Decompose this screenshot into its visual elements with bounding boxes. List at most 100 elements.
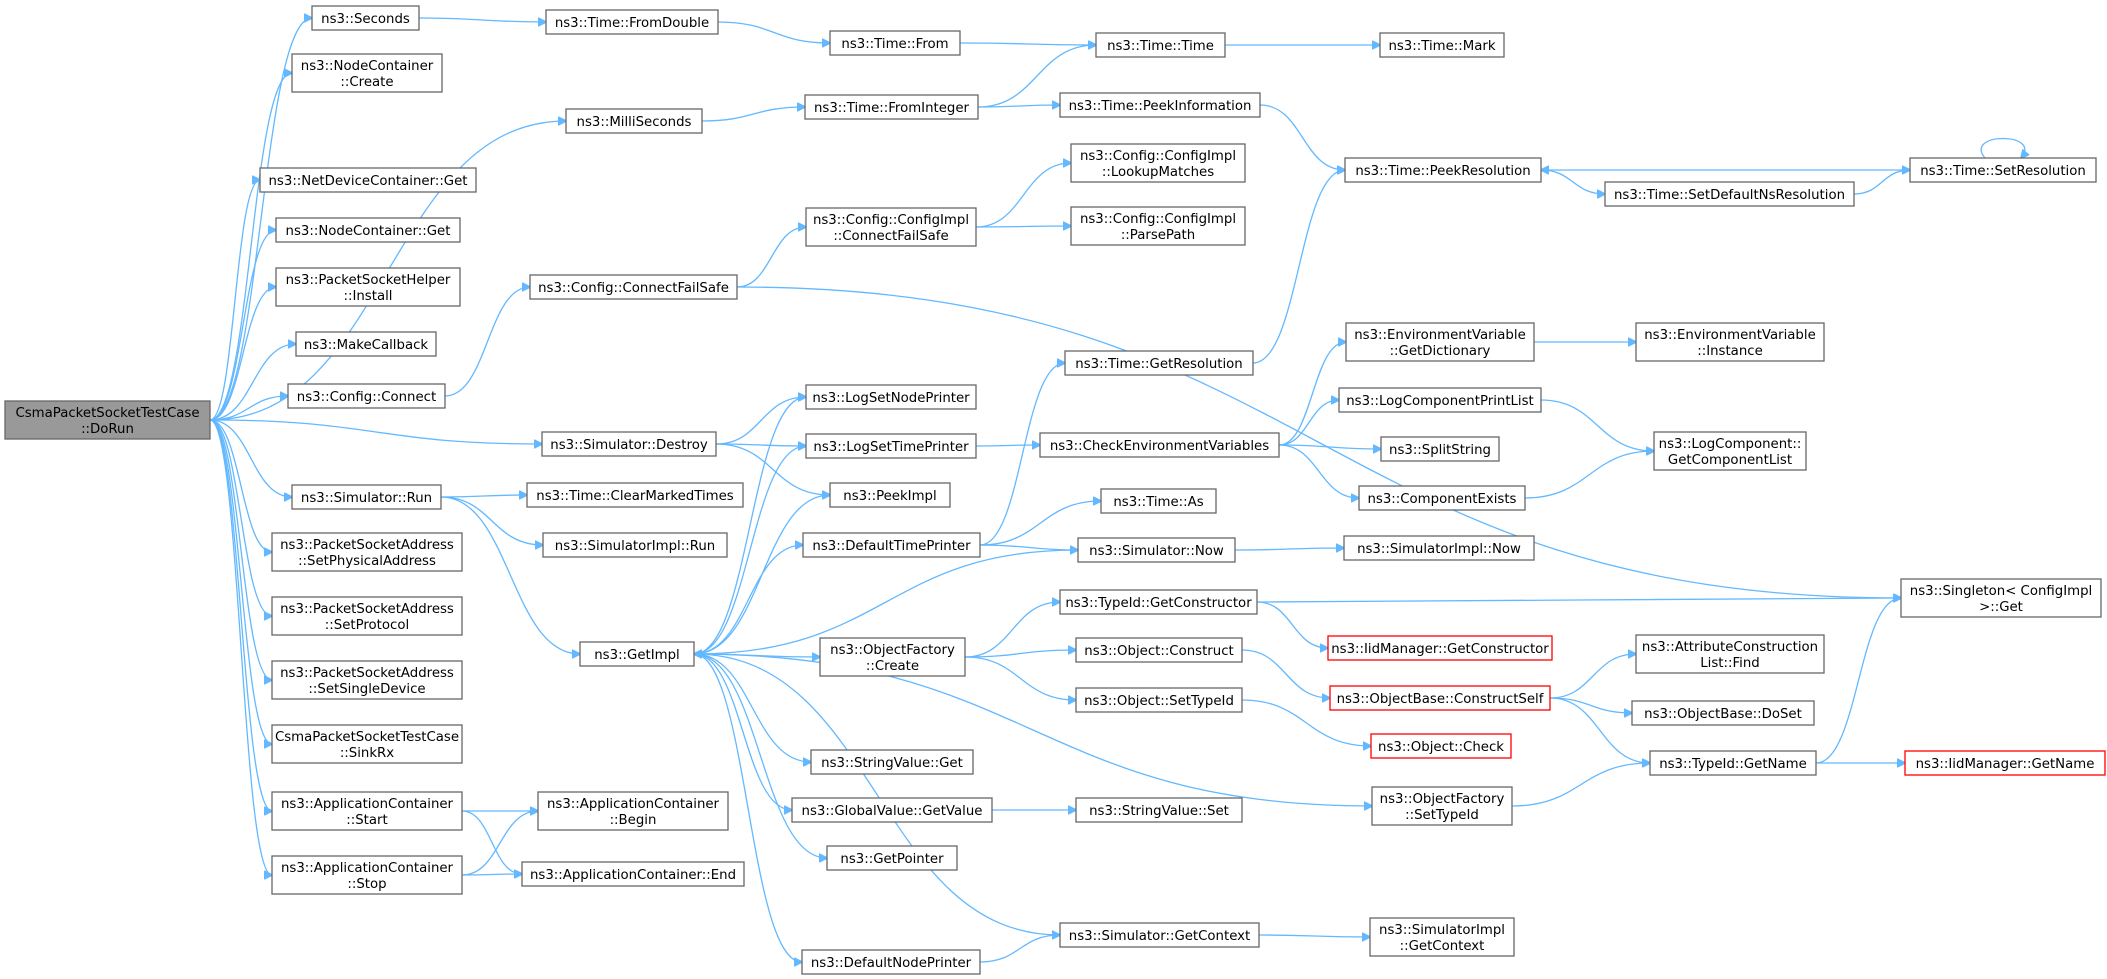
node-iid-getname[interactable]: ns3::IidManager::GetName bbox=[1904, 750, 2106, 776]
node-box bbox=[804, 94, 979, 120]
node-stringvalue-get[interactable]: ns3::StringValue::Get bbox=[810, 749, 974, 775]
node-objbase-doset[interactable]: ns3::ObjectBase::DoSet bbox=[1631, 700, 1815, 726]
node-box bbox=[1343, 535, 1535, 561]
node-splitstring[interactable]: ns3::SplitString bbox=[1380, 436, 1500, 462]
node-ac-stop[interactable]: ns3::ApplicationContainer::Stop bbox=[271, 855, 463, 895]
node-lognodeprinter[interactable]: ns3::LogSetNodePrinter bbox=[805, 384, 977, 410]
node-ac-end[interactable]: ns3::ApplicationContainer::End bbox=[521, 861, 745, 887]
node-logcomp-getlist[interactable]: ns3::LogComponent::GetComponentList bbox=[1653, 431, 1807, 471]
node-object-settypeid[interactable]: ns3::Object::SetTypeId bbox=[1075, 687, 1243, 713]
node-peekimpl[interactable]: ns3::PeekImpl bbox=[829, 482, 951, 508]
node-time-clearmarked[interactable]: ns3::Time::ClearMarkedTimes bbox=[526, 482, 744, 508]
node-box bbox=[579, 641, 695, 667]
node-label: ns3::GlobalValue::GetValue bbox=[802, 804, 983, 819]
node-compexists[interactable]: ns3::ComponentExists bbox=[1358, 485, 1526, 511]
call-edge-getimpl-to-logtimeprinter bbox=[693, 446, 806, 655]
node-defaultnodeprinter[interactable]: ns3::DefaultNodePrinter bbox=[801, 949, 981, 975]
call-edge-sim_destroy-to-logtimeprinter bbox=[715, 444, 806, 446]
node-getimpl[interactable]: ns3::GetImpl bbox=[579, 641, 695, 667]
node-iid-getctor[interactable]: ns3::IidManager::GetConstructor bbox=[1327, 635, 1553, 661]
node-cfgimpl-parsepath[interactable]: ns3::Config::ConfigImpl::ParsePath bbox=[1070, 206, 1246, 246]
node-envvar-getdict[interactable]: ns3::EnvironmentVariable::GetDictionary bbox=[1345, 322, 1535, 362]
node-sim-destroy[interactable]: ns3::Simulator::Destroy bbox=[541, 431, 717, 457]
node-label: ns3::ApplicationContainer bbox=[281, 861, 454, 876]
node-simimpl-run[interactable]: ns3::SimulatorImpl::Run bbox=[542, 532, 728, 558]
node-psh-install[interactable]: ns3::PacketSocketHelper::Install bbox=[275, 267, 461, 307]
node-label: ns3::Time::SetResolution bbox=[1920, 164, 2086, 179]
node-time-time[interactable]: ns3::Time::Time bbox=[1095, 32, 1226, 58]
call-edge-sim_run-to-simimpl_run bbox=[440, 496, 543, 545]
node-time-mark[interactable]: ns3::Time::Mark bbox=[1379, 32, 1505, 58]
node-time-fromdouble[interactable]: ns3::Time::FromDouble bbox=[545, 9, 719, 35]
node-time-frominteger[interactable]: ns3::Time::FromInteger bbox=[804, 94, 979, 120]
call-edge-sim_getcontext-to-simimpl_getcontext bbox=[1258, 935, 1370, 937]
node-envvar-instance[interactable]: ns3::EnvironmentVariable::Instance bbox=[1635, 322, 1825, 362]
node-psa-setphys[interactable]: ns3::PacketSocketAddress::SetPhysicalAdd… bbox=[271, 532, 463, 572]
node-time-as[interactable]: ns3::Time::As bbox=[1100, 488, 1217, 514]
call-edge-time_peekinfo-to-time_peekres bbox=[1259, 104, 1345, 170]
node-objfactory-create[interactable]: ns3::ObjectFactory::Create bbox=[819, 637, 966, 677]
node-label: ::Start bbox=[346, 813, 387, 828]
node-label: ns3::IidManager::GetName bbox=[1916, 757, 2095, 772]
call-edge-checkenv-to-splitstring bbox=[1278, 444, 1381, 449]
node-label: ns3::NodeContainer::Get bbox=[286, 224, 451, 239]
node-time-peekres[interactable]: ns3::Time::PeekResolution bbox=[1344, 157, 1542, 183]
node-millis[interactable]: ns3::MilliSeconds bbox=[565, 108, 703, 134]
node-ac-start[interactable]: ns3::ApplicationContainer::Start bbox=[271, 791, 463, 831]
node-logcomp-printlist[interactable]: ns3::LogComponentPrintList bbox=[1338, 387, 1542, 413]
node-label: ns3::EnvironmentVariable bbox=[1354, 328, 1526, 343]
node-sim-run[interactable]: ns3::Simulator::Run bbox=[291, 484, 442, 510]
node-sinkrx[interactable]: CsmaPacketSocketTestCase::SinkRx bbox=[271, 724, 463, 764]
node-object-check[interactable]: ns3::Object::Check bbox=[1370, 733, 1512, 759]
node-typeid-getname[interactable]: ns3::TypeId::GetName bbox=[1649, 750, 1817, 776]
node-label: ns3::Time::PeekInformation bbox=[1069, 99, 1252, 114]
call-edge-root-to-nc_create bbox=[209, 73, 292, 421]
node-stringvalue-set[interactable]: ns3::StringValue::Set bbox=[1075, 797, 1243, 823]
node-time-setres[interactable]: ns3::Time::SetResolution bbox=[1909, 157, 2097, 183]
node-seconds[interactable]: ns3::Seconds bbox=[311, 5, 420, 31]
node-time-from[interactable]: ns3::Time::From bbox=[829, 30, 961, 56]
node-psa-setsingle[interactable]: ns3::PacketSocketAddress::SetSingleDevic… bbox=[271, 660, 463, 700]
node-singleton-get[interactable]: ns3::Singleton< ConfigImpl >::Get bbox=[1900, 578, 2102, 618]
node-box bbox=[1379, 32, 1505, 58]
node-cfg-connect[interactable]: ns3::Config::Connect bbox=[287, 383, 446, 409]
node-simimpl-getcontext[interactable]: ns3::SimulatorImpl::GetContext bbox=[1369, 917, 1515, 957]
node-ndc-get[interactable]: ns3::NetDeviceContainer::Get bbox=[259, 167, 477, 193]
node-logtimeprinter[interactable]: ns3::LogSetTimePrinter bbox=[805, 433, 977, 459]
call-edge-getimpl-to-defaultnodeprinter bbox=[693, 653, 802, 962]
node-objbase-constructself[interactable]: ns3::ObjectBase::ConstructSelf bbox=[1329, 685, 1551, 711]
call-edge-root-to-sim_run bbox=[209, 419, 292, 497]
node-object-construct[interactable]: ns3::Object::Construct bbox=[1075, 637, 1243, 663]
node-time-peekinfo[interactable]: ns3::Time::PeekInformation bbox=[1059, 92, 1261, 118]
node-box bbox=[1904, 750, 2106, 776]
node-sim-now[interactable]: ns3::Simulator::Now bbox=[1077, 537, 1236, 563]
node-typeid-getctor[interactable]: ns3::TypeId::GetConstructor bbox=[1059, 589, 1258, 615]
node-simimpl-now[interactable]: ns3::SimulatorImpl::Now bbox=[1343, 535, 1535, 561]
node-objfactory-settypeid[interactable]: ns3::ObjectFactory::SetTypeId bbox=[1371, 786, 1513, 826]
node-box bbox=[1371, 786, 1513, 826]
node-getpointer[interactable]: ns3::GetPointer bbox=[826, 845, 958, 871]
node-time-setdefaultns[interactable]: ns3::Time::SetDefaultNsResolution bbox=[1604, 181, 1855, 207]
node-cfg-connectfs[interactable]: ns3::Config::ConnectFailSafe bbox=[529, 274, 738, 300]
node-cfgimpl-lookup[interactable]: ns3::Config::ConfigImpl::LookupMatches bbox=[1070, 143, 1246, 183]
node-box bbox=[829, 30, 961, 56]
node-psa-setproto[interactable]: ns3::PacketSocketAddress::SetProtocol bbox=[271, 596, 463, 636]
node-label: ns3::Time::ClearMarkedTimes bbox=[536, 489, 734, 504]
node-nc-create[interactable]: ns3::NodeContainer::Create bbox=[291, 53, 443, 93]
node-root[interactable]: CsmaPacketSocketTestCase::DoRun bbox=[4, 400, 211, 440]
node-defaulttimeprinter[interactable]: ns3::DefaultTimePrinter bbox=[802, 532, 981, 558]
node-ac-begin[interactable]: ns3::ApplicationContainer::Begin bbox=[537, 791, 729, 831]
node-cfgimpl-connectfs[interactable]: ns3::Config::ConfigImpl::ConnectFailSafe bbox=[805, 207, 977, 247]
node-nc-get[interactable]: ns3::NodeContainer::Get bbox=[275, 217, 461, 243]
node-globalvalue-getvalue[interactable]: ns3::GlobalValue::GetValue bbox=[791, 797, 993, 823]
node-box bbox=[1059, 92, 1261, 118]
node-sim-getcontext[interactable]: ns3::Simulator::GetContext bbox=[1059, 922, 1260, 948]
node-time-getres[interactable]: ns3::Time::GetResolution bbox=[1064, 350, 1254, 376]
node-box bbox=[1900, 578, 2102, 618]
call-edge-time_frominteger-to-time_peekinfo bbox=[977, 105, 1060, 107]
node-box bbox=[1100, 488, 1217, 514]
node-checkenv[interactable]: ns3::CheckEnvironmentVariables bbox=[1039, 432, 1280, 458]
call-edge-time_fromdouble-to-time_from bbox=[717, 21, 830, 43]
node-makecallback[interactable]: ns3::MakeCallback bbox=[295, 331, 437, 357]
